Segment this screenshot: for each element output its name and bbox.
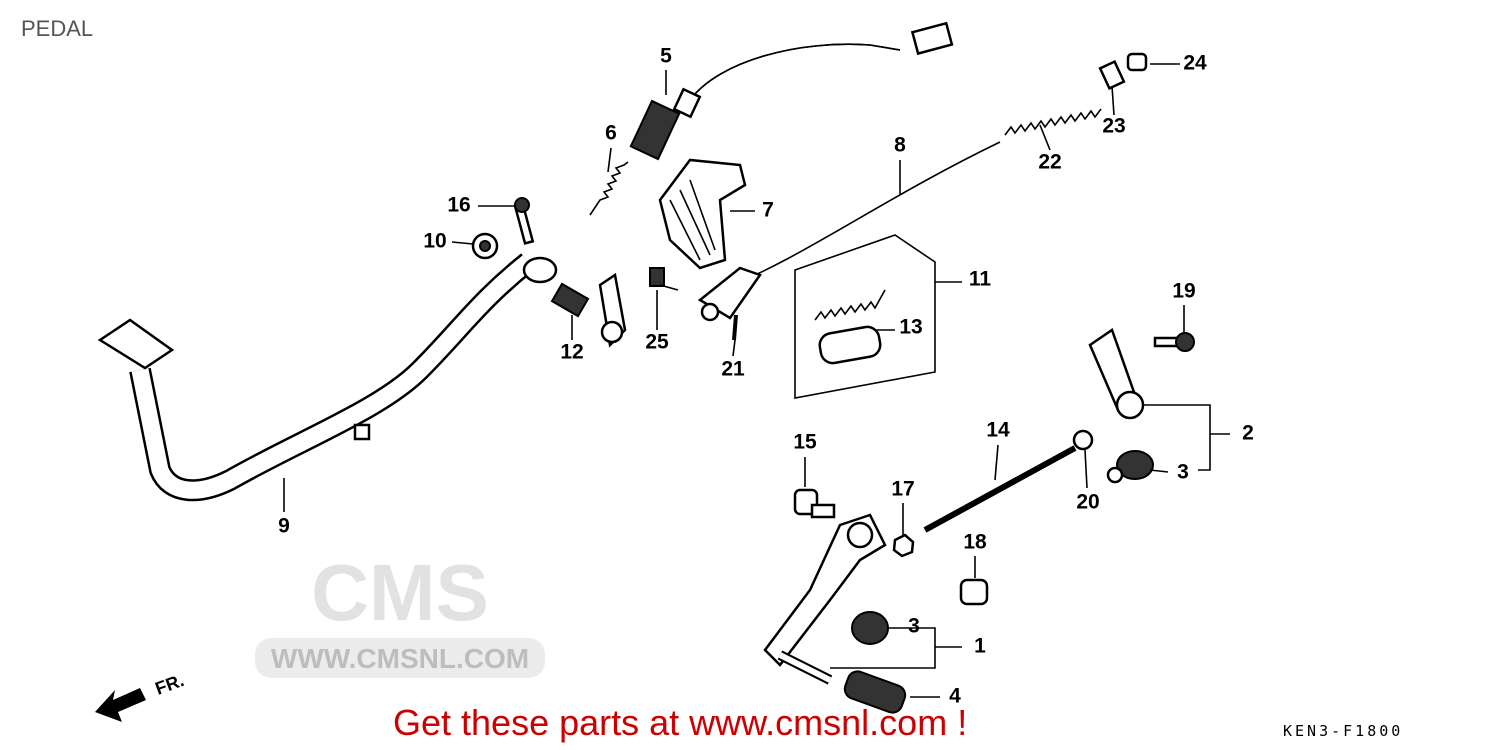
front-direction-arrow-icon: FR.	[95, 670, 187, 722]
front-direction-label: FR.	[153, 670, 187, 699]
callout-2: 2	[1242, 422, 1254, 445]
nut-part-17	[892, 533, 915, 558]
callout-5: 5	[660, 45, 672, 68]
cover-part-7	[658, 158, 747, 270]
callout-17: 17	[891, 478, 914, 501]
callout-12: 12	[560, 341, 583, 364]
nut-part-10	[471, 232, 499, 260]
callout-16: 16	[447, 194, 470, 217]
rod-part-8	[697, 141, 1001, 322]
callout-13: 13	[899, 316, 922, 339]
callout-25: 25	[645, 331, 669, 354]
callout-9: 9	[278, 515, 290, 538]
callout-1: 1	[974, 635, 986, 658]
rod-part-14	[923, 445, 1077, 533]
spring-part-22	[1004, 108, 1102, 136]
callout-23: 23	[1102, 115, 1125, 138]
callout-7: 7	[762, 199, 774, 222]
pivot-part-12	[550, 272, 627, 348]
joint-part-23	[1098, 59, 1126, 91]
callout-18: 18	[963, 531, 987, 554]
joint-part-3-upper	[1106, 450, 1154, 484]
callout-4: 4	[949, 685, 961, 708]
nut-part-20	[1072, 429, 1094, 451]
callout-3: 3	[1177, 461, 1189, 484]
stop-switch-part-5	[629, 21, 954, 161]
callout-22: 22	[1038, 151, 1061, 174]
spring-set-box-part-11	[794, 234, 936, 399]
callout-20: 20	[1076, 491, 1099, 514]
callout-19: 19	[1172, 280, 1195, 303]
promo-link[interactable]: Get these parts at www.cmsnl.com !	[393, 702, 968, 743]
callout-24: 24	[1183, 52, 1207, 75]
watermark-logo: CMS	[311, 548, 489, 637]
callout-10: 10	[423, 230, 446, 253]
callout-6: 6	[605, 122, 617, 145]
callout-15: 15	[793, 431, 817, 454]
leader-lines	[283, 63, 1230, 698]
bolt-part-19	[1153, 332, 1195, 352]
callout-8: 8	[894, 134, 906, 157]
pin-part-21	[732, 314, 738, 341]
nut-part-18	[959, 578, 989, 606]
callout-3: 3	[908, 615, 920, 638]
callout-21: 21	[721, 358, 745, 381]
brake-pedal-part-9	[97, 253, 558, 502]
watermark-url: WWW.CMSNL.COM	[271, 643, 529, 674]
bolt-part-15	[793, 488, 836, 519]
part-25	[649, 267, 679, 291]
shift-arm-part-2	[1088, 328, 1145, 420]
bolt-part-16	[513, 197, 535, 245]
nut-part-24	[1126, 52, 1148, 72]
callout-14: 14	[986, 419, 1010, 442]
diagram-code: KEN3-F1800	[1283, 722, 1404, 740]
gearshift-pedal-part-1	[763, 513, 907, 714]
page-title: PEDAL	[21, 16, 94, 41]
callout-11: 11	[969, 268, 992, 291]
watermark: CMS WWW.CMSNL.COM	[255, 548, 545, 678]
callouts: 1 2 3 3 4 5 6 7 8 9 10 11 12 13 14 15 16…	[278, 45, 1254, 708]
spring-part-6	[589, 161, 629, 216]
